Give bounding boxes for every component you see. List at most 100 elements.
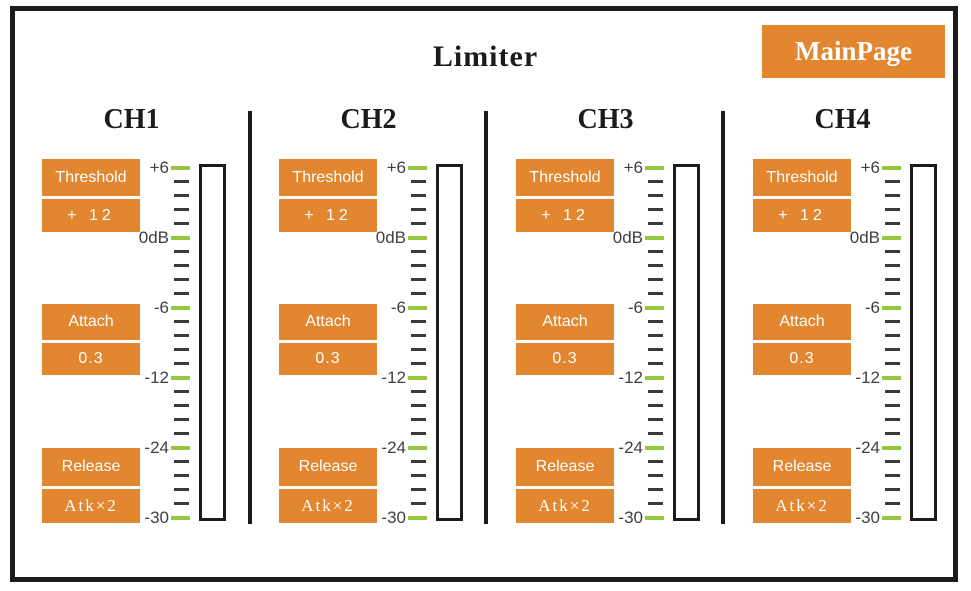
minor-tick <box>885 404 900 407</box>
major-tick <box>171 306 190 310</box>
release-value[interactable]: Atk×2 <box>753 489 851 523</box>
channel-divider <box>484 111 488 524</box>
minor-tick <box>648 222 663 225</box>
minor-tick <box>174 194 189 197</box>
major-tick <box>645 446 664 450</box>
major-tick <box>645 236 664 240</box>
release-control: Release Atk×2 <box>753 448 851 523</box>
minor-tick <box>885 460 900 463</box>
channel-title: CH2 <box>340 104 397 135</box>
minor-tick <box>648 404 663 407</box>
minor-tick <box>885 250 900 253</box>
minor-tick <box>885 362 900 365</box>
minor-tick <box>411 208 426 211</box>
minor-tick <box>174 320 189 323</box>
minor-tick <box>411 432 426 435</box>
scale-tick-label: -24 <box>618 438 643 457</box>
major-tick <box>171 236 190 240</box>
minor-tick <box>885 208 900 211</box>
threshold-value[interactable]: + 12 <box>279 199 377 232</box>
threshold-label: Threshold <box>42 159 140 196</box>
minor-tick <box>411 264 426 267</box>
minor-tick <box>648 418 663 421</box>
minor-tick <box>174 292 189 295</box>
level-meter <box>199 164 226 521</box>
major-tick <box>882 446 901 450</box>
main-page-button[interactable]: MainPage <box>762 25 945 78</box>
attach-value[interactable]: 0.3 <box>753 343 851 375</box>
attach-value[interactable]: 0.3 <box>516 343 614 375</box>
major-tick <box>882 166 901 170</box>
minor-tick <box>648 334 663 337</box>
minor-tick <box>411 222 426 225</box>
major-tick <box>408 516 427 520</box>
channel-divider <box>721 111 725 524</box>
attach-control: Attach 0.3 <box>42 304 140 375</box>
major-tick <box>408 306 427 310</box>
minor-tick <box>885 390 900 393</box>
major-tick <box>882 376 901 380</box>
minor-tick <box>174 278 189 281</box>
minor-tick <box>411 194 426 197</box>
level-meter <box>673 164 700 521</box>
attach-value[interactable]: 0.3 <box>279 343 377 375</box>
minor-tick <box>885 264 900 267</box>
channel-title: CH4 <box>814 104 871 135</box>
minor-tick <box>648 460 663 463</box>
scale-tick-label: 0dB <box>612 228 643 247</box>
release-value[interactable]: Atk×2 <box>279 489 377 523</box>
minor-tick <box>411 362 426 365</box>
attach-value[interactable]: 0.3 <box>42 343 140 375</box>
threshold-control: Threshold + 12 <box>42 159 140 232</box>
minor-tick <box>885 278 900 281</box>
release-label: Release <box>753 448 851 486</box>
minor-tick <box>174 460 189 463</box>
minor-tick <box>648 194 663 197</box>
major-tick <box>408 166 427 170</box>
threshold-value[interactable]: + 12 <box>753 199 851 232</box>
minor-tick <box>648 362 663 365</box>
minor-tick <box>411 320 426 323</box>
major-tick <box>645 376 664 380</box>
scale-tick-label: -6 <box>627 298 643 317</box>
channel-ch2: CH2 Threshold + 12 Attach 0.3 Release At… <box>250 0 487 591</box>
release-label: Release <box>42 448 140 486</box>
attach-control: Attach 0.3 <box>753 304 851 375</box>
minor-tick <box>885 432 900 435</box>
minor-tick <box>885 348 900 351</box>
attach-control: Attach 0.3 <box>279 304 377 375</box>
threshold-label: Threshold <box>516 159 614 196</box>
minor-tick <box>174 250 189 253</box>
minor-tick <box>411 348 426 351</box>
scale-tick-label: -30 <box>381 508 406 527</box>
scale-tick-label: -6 <box>864 298 880 317</box>
scale-tick-label: -30 <box>144 508 169 527</box>
page-title: Limiter <box>432 40 539 73</box>
minor-tick <box>885 334 900 337</box>
scale-tick-label: +6 <box>623 158 643 177</box>
minor-tick <box>411 474 426 477</box>
minor-tick <box>174 264 189 267</box>
level-meter <box>436 164 463 521</box>
release-value[interactable]: Atk×2 <box>42 489 140 523</box>
frame-border <box>10 6 958 582</box>
threshold-control: Threshold + 12 <box>753 159 851 232</box>
scale-tick-label: -12 <box>855 368 880 387</box>
scale-tick-label: +6 <box>149 158 169 177</box>
minor-tick <box>174 362 189 365</box>
minor-tick <box>885 292 900 295</box>
release-label: Release <box>516 448 614 486</box>
minor-tick <box>411 404 426 407</box>
minor-tick <box>174 180 189 183</box>
minor-tick <box>411 502 426 505</box>
minor-tick <box>885 418 900 421</box>
release-value[interactable]: Atk×2 <box>516 489 614 523</box>
minor-tick <box>174 418 189 421</box>
threshold-value[interactable]: + 12 <box>516 199 614 232</box>
major-tick <box>171 446 190 450</box>
minor-tick <box>648 502 663 505</box>
attach-label: Attach <box>42 304 140 340</box>
threshold-value[interactable]: + 12 <box>42 199 140 232</box>
scale-tick-label: +6 <box>860 158 880 177</box>
